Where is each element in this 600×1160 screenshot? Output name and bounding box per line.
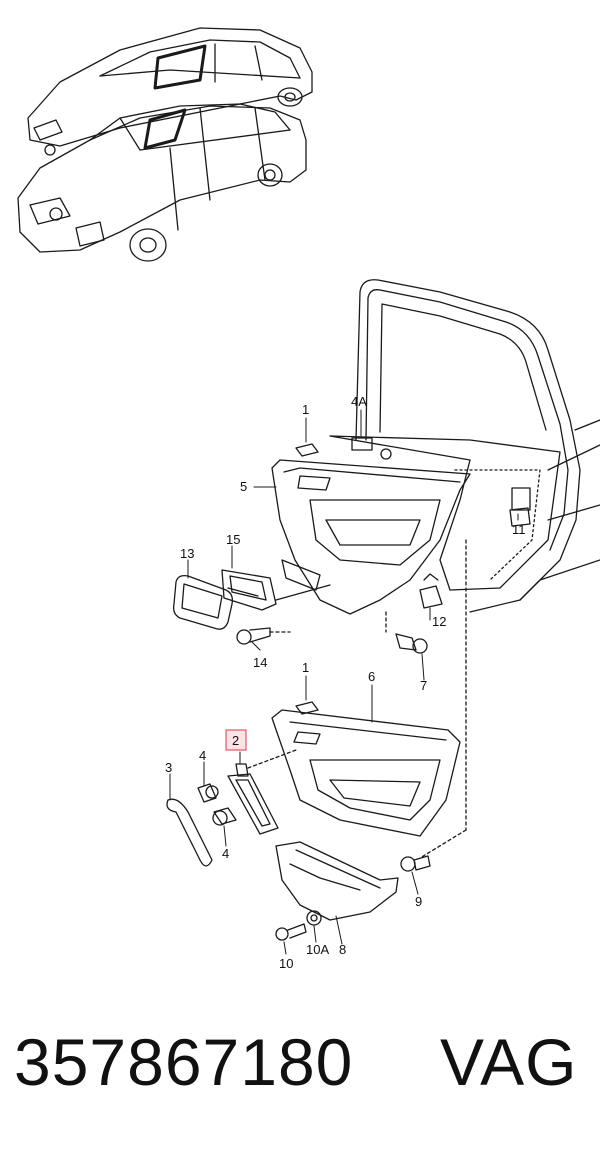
callout-13: 13 xyxy=(180,546,194,561)
door-trim-panel-upper xyxy=(272,460,470,614)
wagon-car-illustration xyxy=(28,28,312,155)
part-13-handle-surround xyxy=(174,576,233,630)
part-10A-washer xyxy=(307,911,321,925)
leader-lines xyxy=(170,410,518,954)
part-2-clip xyxy=(236,750,296,776)
callout-5: 5 xyxy=(240,479,247,494)
callout-2-highlight xyxy=(226,730,246,750)
part-4-clip-lower xyxy=(213,808,236,825)
callout-1-bottom: 1 xyxy=(302,660,309,675)
callout-12: 12 xyxy=(432,614,446,629)
callout-4-lower: 4 xyxy=(222,846,229,861)
callout-14: 14 xyxy=(253,655,267,670)
callout-7: 7 xyxy=(420,678,427,693)
part-11-connector xyxy=(510,508,530,526)
part-6-door-trim-lower xyxy=(272,710,460,836)
callout-2: 2 xyxy=(232,733,239,748)
brand-label: VAG xyxy=(440,1025,578,1099)
callout-10: 10 xyxy=(279,956,293,971)
callout-4A: 4A xyxy=(351,394,367,409)
callout-11: 11 xyxy=(512,522,526,537)
part-4-clip-upper xyxy=(198,784,218,802)
part-14-screw xyxy=(237,628,290,644)
part-15-handle-bezel xyxy=(222,570,330,610)
part-12-clip xyxy=(420,574,442,608)
callout-3: 3 xyxy=(165,760,172,775)
handle-insert xyxy=(228,774,278,834)
part-10-screw xyxy=(276,924,306,940)
part-1-clip-bottom xyxy=(296,702,318,714)
rear-door-frame xyxy=(356,280,600,612)
part-1-clip-top xyxy=(296,444,318,456)
part-number-label: 357867180 xyxy=(14,1025,354,1099)
sedan-car-illustration xyxy=(18,104,306,261)
callout-1-top: 1 xyxy=(302,402,309,417)
callout-9: 9 xyxy=(415,894,422,909)
part-9-screw xyxy=(401,856,430,871)
exploded-parts-diagram: 1 4A 5 11 13 15 12 14 7 1 6 2 3 4 4 9 8 … xyxy=(0,0,600,971)
callout-10A: 10A xyxy=(306,942,329,957)
callout-8: 8 xyxy=(339,942,346,957)
callout-15: 15 xyxy=(226,532,240,547)
callout-6: 6 xyxy=(368,669,375,684)
part-8-map-pocket xyxy=(276,842,398,920)
callout-4-upper: 4 xyxy=(199,748,206,763)
part-3-grab-handle xyxy=(167,799,212,866)
part-7-screw xyxy=(386,612,427,653)
door-inner-panel xyxy=(330,436,560,590)
